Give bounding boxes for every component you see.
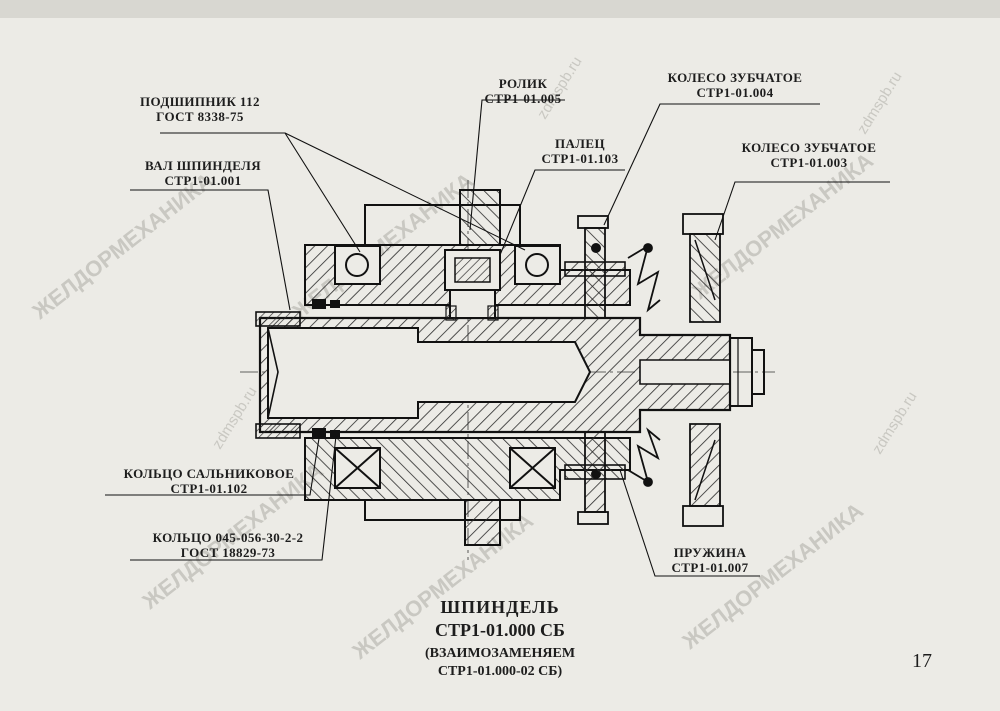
drawing-note-line1: (ВЗАИМОЗАМЕНЯЕМ xyxy=(424,646,576,661)
label-finger-name: ПАЛЕЦ xyxy=(555,136,605,151)
flange-boss-lower xyxy=(464,499,501,546)
label-spring-code: СТР1-01.007 xyxy=(671,560,749,575)
drawing-note-line2: СТР1-01.000-02 СБ) xyxy=(437,664,563,679)
label-roller-name: РОЛИК xyxy=(498,76,548,91)
gear-wheel-004 xyxy=(564,215,626,525)
seal-rings xyxy=(255,299,340,439)
bearing-upper-left xyxy=(334,245,381,285)
scan-shadow xyxy=(0,0,1000,18)
label-shaft: ВАЛ ШПИНДЕЛЯ СТР1-01.001 xyxy=(128,158,278,188)
leader-lines xyxy=(105,99,890,577)
label-finger: ПАЛЕЦ СТР1-01.103 xyxy=(534,136,626,166)
label-shaft-code: СТР1-01.001 xyxy=(164,173,242,188)
label-bearing: ПОДШИПНИК 112 ГОСТ 8338-75 xyxy=(140,94,260,124)
watermark: zdmspb.ru xyxy=(854,69,906,137)
shaft-right-bore xyxy=(639,359,731,385)
label-oil-seal-ring-code: СТР1-01.102 xyxy=(170,481,248,496)
bearing-upper-right xyxy=(514,245,561,285)
label-gear-004-code: СТР1-01.004 xyxy=(696,85,774,100)
roller-assembly xyxy=(444,249,501,321)
label-bearing-code: ГОСТ 8338-75 xyxy=(156,109,244,124)
bearing-lower-right xyxy=(509,447,556,489)
label-shaft-name: ВАЛ ШПИНДЕЛЯ xyxy=(144,158,262,173)
label-gear-003-code: СТР1-01.003 xyxy=(770,155,848,170)
label-spring-name: ПРУЖИНА xyxy=(673,545,747,560)
watermark: ЖЕЛДОРМЕХАНИКА xyxy=(347,508,538,665)
label-oil-seal-ring-name: КОЛЬЦО САЛЬНИКОВОЕ xyxy=(123,466,295,481)
label-o-ring: КОЛЬЦО 045-056-30-2-2 ГОСТ 18829-73 xyxy=(128,530,328,560)
label-gear-004-name: КОЛЕСО ЗУБЧАТОЕ xyxy=(667,70,803,85)
drawing-code: СТР1-01.000 СБ xyxy=(435,620,565,640)
label-gear-003-name: КОЛЕСО ЗУБЧАТОЕ xyxy=(741,140,877,155)
watermark: zdmspb.ru xyxy=(869,389,921,457)
label-gear-003: КОЛЕСО ЗУБЧАТОЕ СТР1-01.003 xyxy=(724,140,894,170)
bore-chamfer xyxy=(267,327,279,419)
spring xyxy=(627,243,661,487)
label-o-ring-code: ГОСТ 18829-73 xyxy=(180,545,276,560)
drawing-title: ШПИНДЕЛЬ xyxy=(440,597,560,617)
flange-boss xyxy=(459,189,501,246)
label-roller-code: СТР1-01.005 xyxy=(484,91,562,106)
label-bearing-name: ПОДШИПНИК 112 xyxy=(140,94,260,109)
watermark: ЖЕЛДОРМЕХАНИКА xyxy=(27,168,218,325)
gear-wheel-003 xyxy=(682,213,765,527)
label-spring: ПРУЖИНА СТР1-01.007 xyxy=(660,545,760,575)
shaft-bore xyxy=(267,327,592,419)
label-finger-code: СТР1-01.103 xyxy=(541,151,619,166)
label-roller: РОЛИК СТР1-01.005 xyxy=(478,76,568,106)
page-number: 17 xyxy=(912,650,932,672)
label-o-ring-name: КОЛЬЦО 045-056-30-2-2 xyxy=(152,530,304,545)
label-gear-004: КОЛЕСО ЗУБЧАТОЕ СТР1-01.004 xyxy=(650,70,820,100)
watermark: zdmspb.ru xyxy=(209,384,261,452)
label-oil-seal-ring: КОЛЬЦО САЛЬНИКОВОЕ СТР1-01.102 xyxy=(104,466,314,496)
bearing-lower-left xyxy=(334,447,381,489)
